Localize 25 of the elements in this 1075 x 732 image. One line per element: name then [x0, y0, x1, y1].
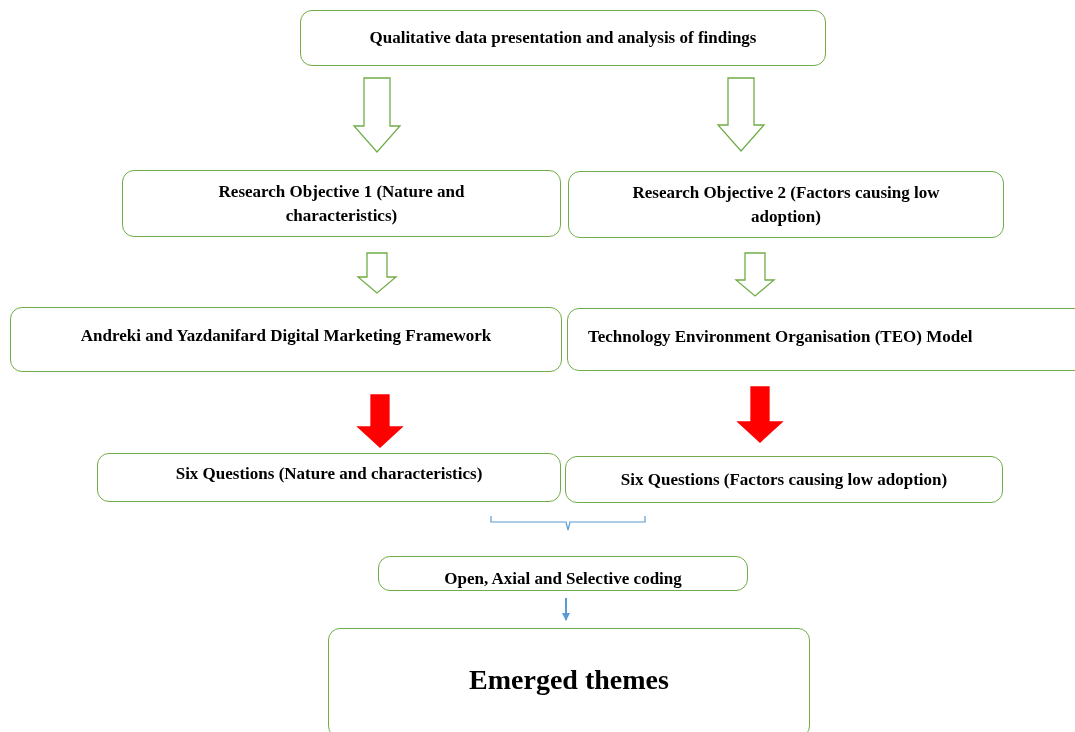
process-box [568, 171, 1004, 238]
block-arrow [736, 386, 784, 443]
box-label: Research Objective 2 (Factors causing low adoption) [631, 182, 941, 228]
process-box [300, 10, 826, 66]
box-label: Research Objective 1 (Nature and characteristics) [217, 181, 466, 227]
process-box [10, 307, 562, 372]
block-arrow [716, 77, 766, 152]
arrow [562, 597, 570, 621]
box-label: Andreki and Yazdanifard Digital Marketing Framework [80, 325, 492, 347]
block-arrow [352, 77, 402, 153]
block-arrow [734, 252, 776, 297]
box-label: Open, Axial and Selective coding [444, 567, 682, 590]
process-box [328, 628, 810, 732]
block-arrow [356, 252, 398, 294]
box-label: Technology Environment Organisation (TEO) Model [588, 326, 973, 348]
box-label: Emerged themes [469, 663, 669, 697]
box-label: Six Questions (Nature and characteristics) [175, 463, 483, 485]
box-label: Six Questions (Factors causing low adoption) [620, 468, 948, 491]
box-label: Qualitative data presentation and analysis of findings [369, 27, 757, 50]
block-arrow [356, 394, 404, 448]
process-box [565, 456, 1003, 503]
process-box [97, 453, 561, 502]
process-box [378, 556, 748, 591]
process-box [567, 308, 1075, 371]
process-box [122, 170, 561, 237]
